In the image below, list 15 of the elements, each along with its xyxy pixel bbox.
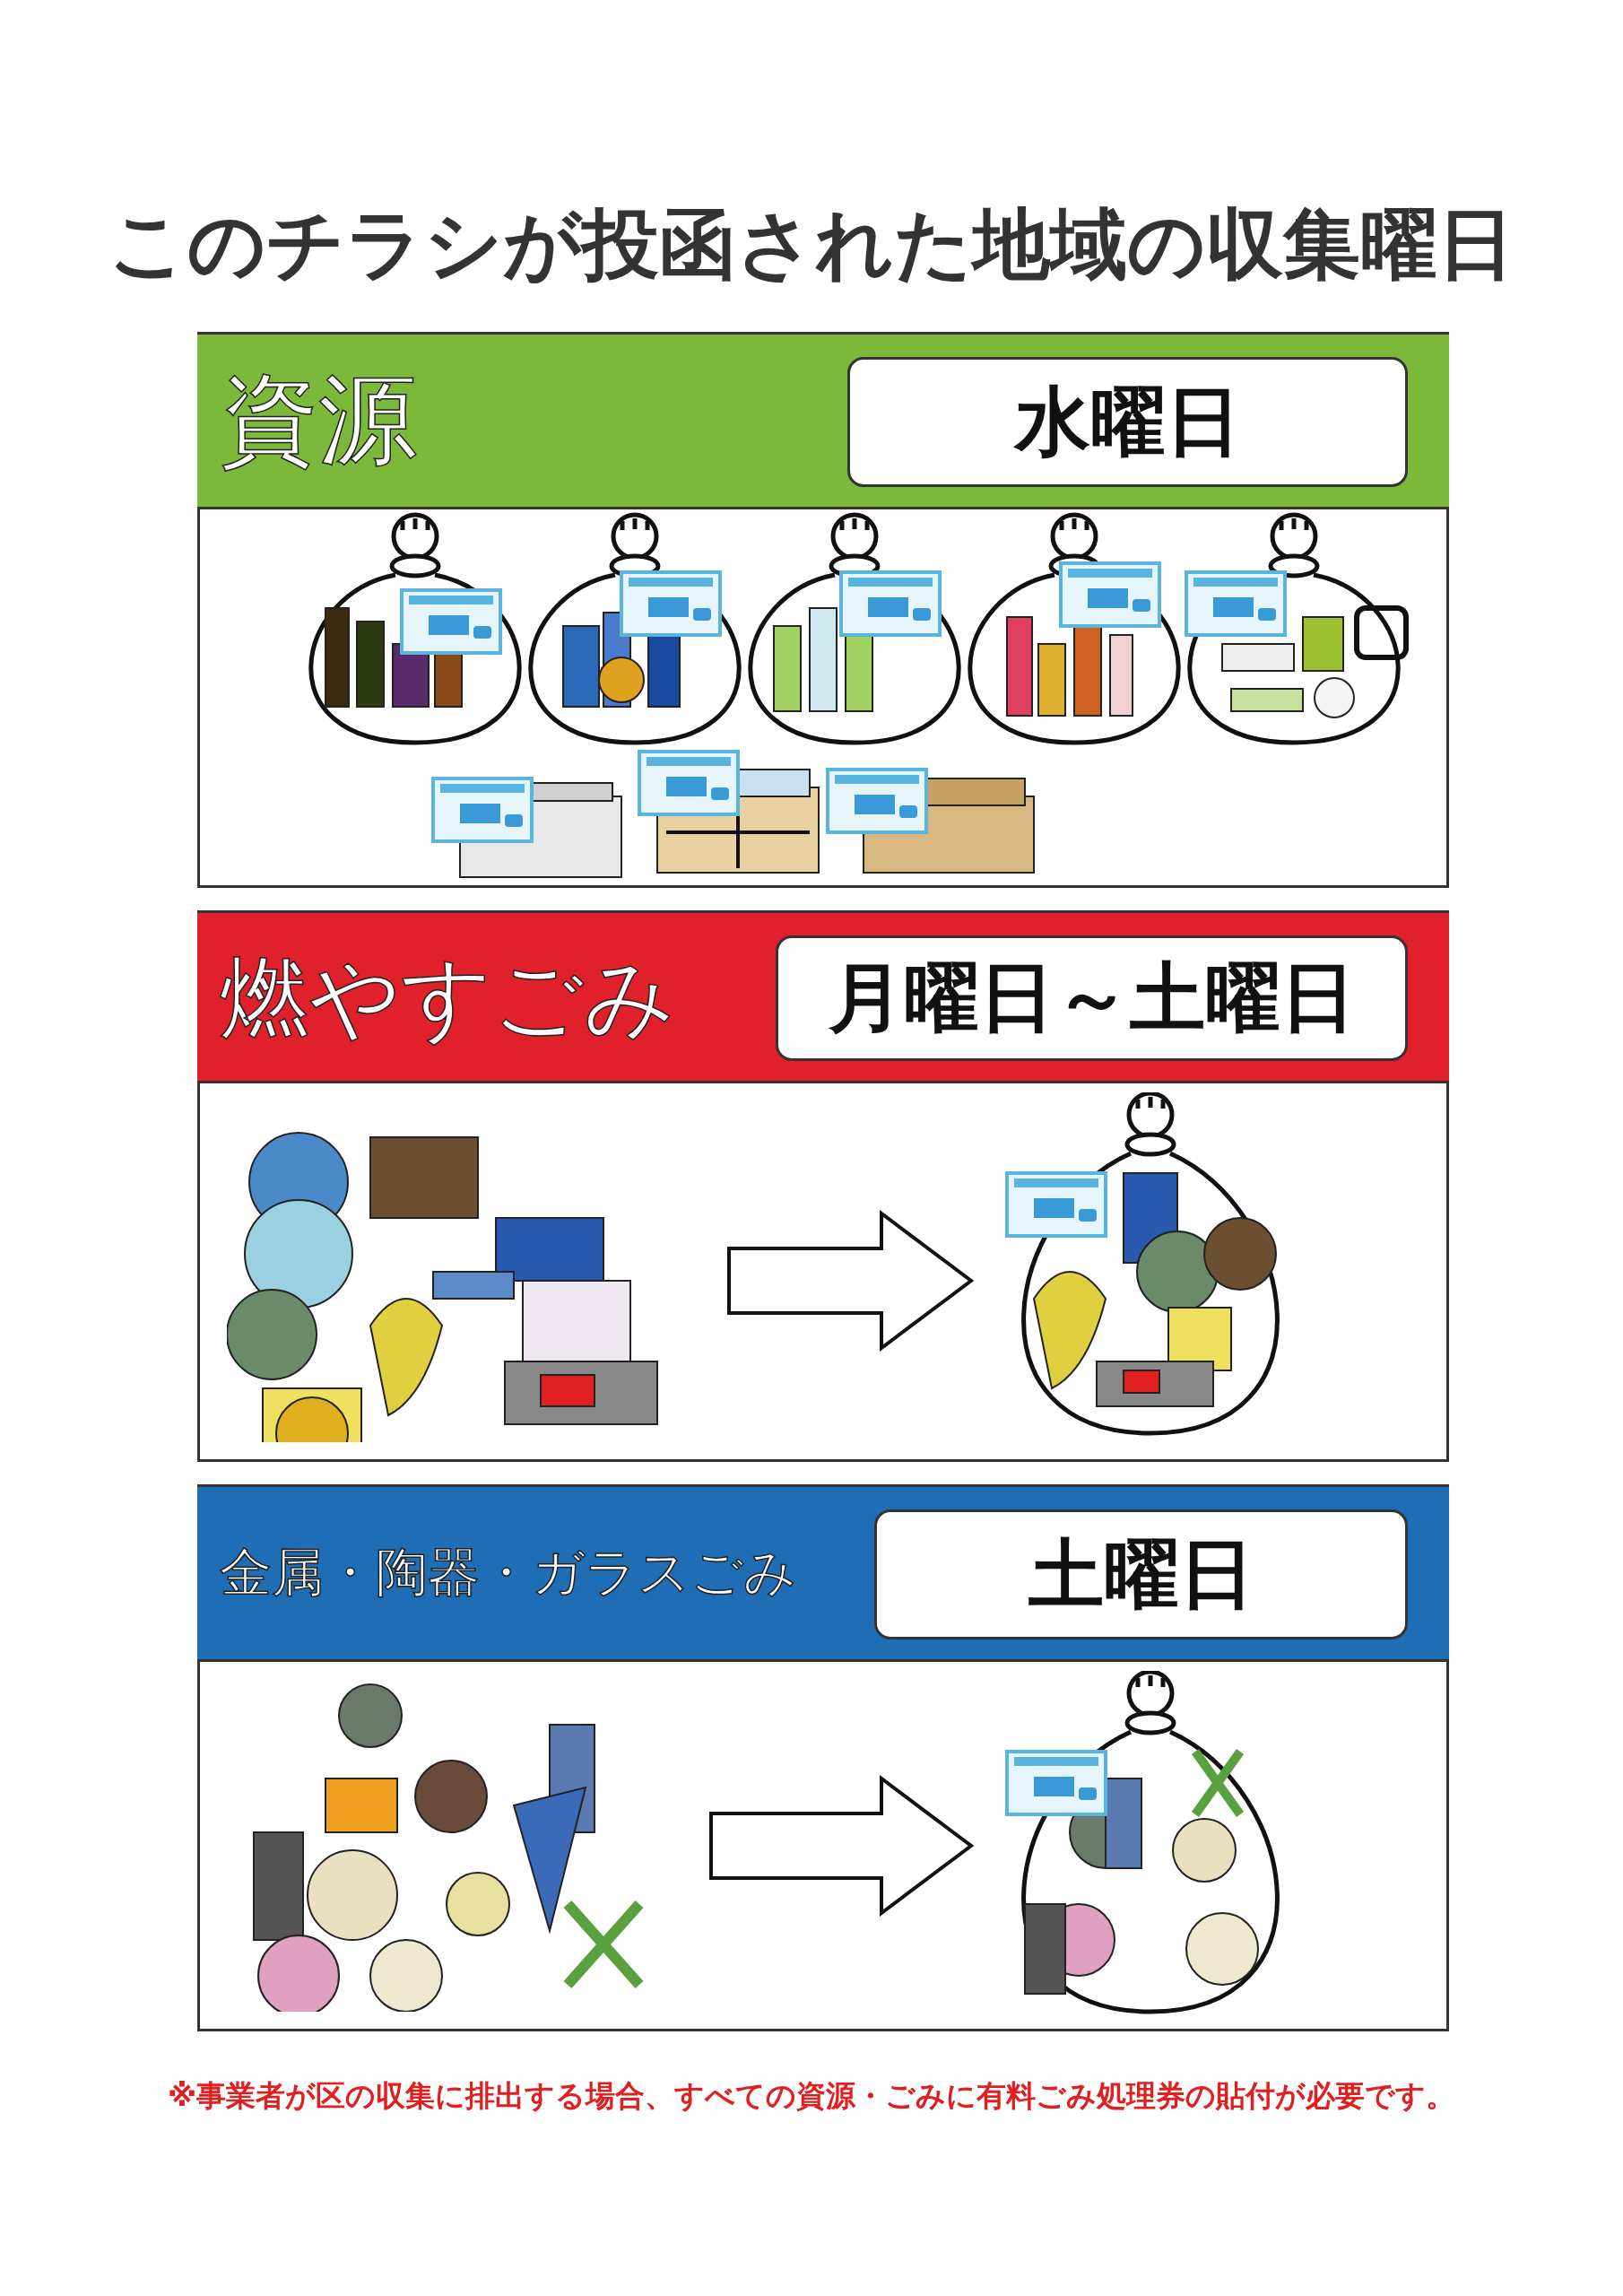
footnote: ※事業者が区の収集に排出する場合、すべての資源・ごみに有料ごみ処理券の貼付が必要です。 bbox=[166, 2077, 1457, 2115]
category-band bbox=[197, 910, 1449, 1081]
category-band bbox=[197, 332, 1449, 507]
illustration-panel bbox=[197, 1659, 1449, 2031]
arrow bbox=[709, 1775, 975, 1917]
collection-day-box: 土曜日 bbox=[874, 1509, 1408, 1639]
title: このチラシが投函された地域の収集曜日 bbox=[108, 198, 1515, 291]
category-title: 燃やすごみ bbox=[220, 944, 675, 1052]
collection-day-box: 月曜日～土曜日 bbox=[776, 935, 1408, 1061]
arrow bbox=[727, 1210, 975, 1352]
illustration-panel bbox=[197, 1081, 1449, 1462]
collection-day-box: 水曜日 bbox=[847, 357, 1408, 487]
category-title: 資源 bbox=[220, 361, 417, 479]
category-title: 金属・陶器・ガラスごみ bbox=[220, 1541, 796, 1605]
category-band bbox=[197, 1484, 1449, 1659]
